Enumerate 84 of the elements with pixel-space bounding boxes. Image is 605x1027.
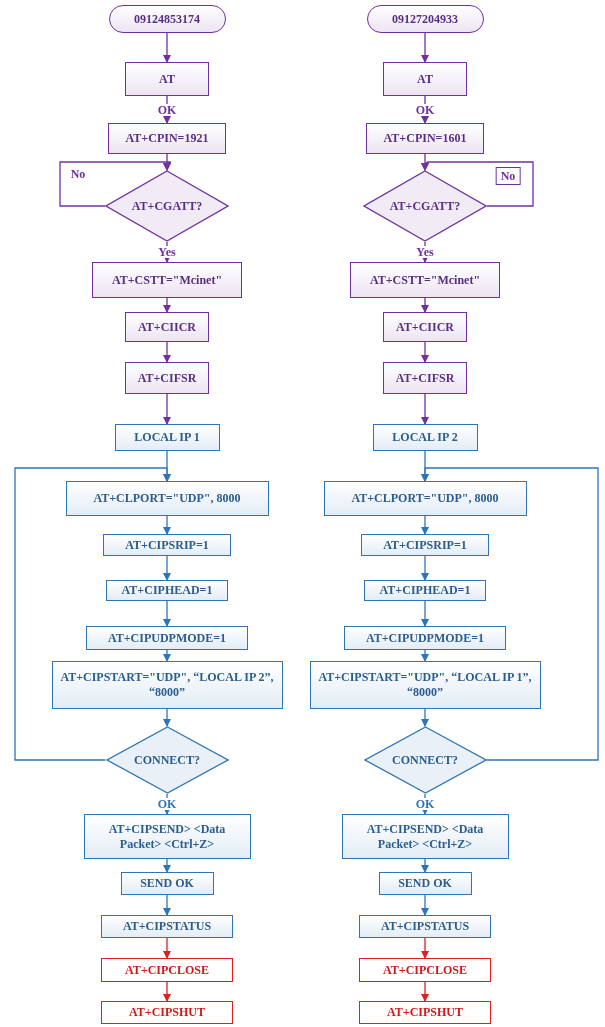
- process-box: LOCAL IP 2: [372, 424, 478, 451]
- arrow: [163, 555, 171, 581]
- decision-diamond: [363, 726, 487, 794]
- arrow: [163, 515, 171, 535]
- arrow: [163, 894, 171, 916]
- process-box: AT+CIPUDPMODE=1: [344, 626, 506, 650]
- arrow: [163, 32, 171, 63]
- edge-label: OK: [156, 798, 178, 810]
- arrow: [421, 95, 429, 124]
- process-box: AT+CIPCLOSE: [101, 958, 233, 982]
- process-box: AT+CIPSRIP=1: [103, 534, 231, 556]
- process-box: AT+CIPSHUT: [101, 1001, 233, 1024]
- process-box: AT+CPIN=1921: [108, 123, 226, 154]
- arrow: [421, 937, 429, 959]
- process-box: AT+CIPUDPMODE=1: [86, 626, 248, 650]
- arrow: [163, 393, 171, 425]
- arrow: [163, 981, 171, 1002]
- process-box: LOCAL IP 1: [114, 424, 220, 451]
- arrow: [421, 515, 429, 535]
- process-box: AT+CIPSHUT: [359, 1001, 491, 1024]
- process-box: AT+CSTT="Mcinet": [350, 262, 500, 298]
- arrow: [421, 555, 429, 581]
- process-box: AT+CLPORT="UDP", 8000: [65, 481, 269, 516]
- process-box: AT+CIFSR: [125, 362, 209, 394]
- process-box: AT+CIPSEND> <Data Packet> <Ctrl+Z>: [83, 814, 251, 859]
- arrow: [163, 937, 171, 959]
- process-box: AT+CPIN=1601: [366, 123, 484, 154]
- arrow: [421, 341, 429, 363]
- decision-diamond: [105, 170, 229, 242]
- process-box: AT+CIPHEAD=1: [106, 580, 228, 601]
- arrow: [163, 793, 171, 815]
- process-box: AT: [125, 62, 209, 96]
- process-box: AT+CIPHEAD=1: [364, 580, 486, 601]
- decision-text: AT+CGATT?: [389, 198, 461, 214]
- arrow: [421, 393, 429, 425]
- start-terminal: 09127204933: [366, 5, 484, 33]
- arrow: [421, 708, 429, 727]
- process-box: AT+CIPSTATUS: [359, 915, 491, 938]
- arrow: [421, 649, 429, 662]
- decision-text: CONNECT?: [392, 752, 458, 768]
- decision-text: AT+CGATT?: [131, 198, 203, 214]
- arrow: [421, 858, 429, 873]
- edge-label: Yes: [157, 246, 177, 258]
- process-box: AT+CIPSTATUS: [101, 915, 233, 938]
- arrow: [163, 649, 171, 662]
- process-box: AT+CIPSRIP=1: [361, 534, 489, 556]
- arrow: [163, 600, 171, 627]
- arrow: [421, 467, 599, 761]
- arrow: [421, 297, 429, 313]
- arrow: [163, 95, 171, 124]
- process-box: AT+CIPCLOSE: [359, 958, 491, 982]
- arrow: [14, 467, 171, 761]
- arrow: [163, 708, 171, 727]
- process-box: SEND OK: [120, 872, 214, 895]
- edge-label: OK: [156, 103, 178, 116]
- edge-label: No: [495, 167, 521, 185]
- process-box: AT+CIPSTART="UDP", “LOCAL IP 2”, “8000”: [51, 661, 283, 709]
- arrow: [163, 341, 171, 363]
- arrow: [421, 32, 429, 63]
- process-box: AT+CSTT="Mcinet": [92, 262, 242, 298]
- process-box: AT+CLPORT="UDP", 8000: [323, 481, 527, 516]
- process-box: AT: [383, 62, 467, 96]
- arrow: [421, 981, 429, 1002]
- arrow: [421, 894, 429, 916]
- arrow: [421, 793, 429, 815]
- process-box: AT+CIPSEND> <Data Packet> <Ctrl+Z>: [341, 814, 509, 859]
- process-box: AT+CIICR: [383, 312, 467, 342]
- arrow: [421, 600, 429, 627]
- edge-label: OK: [414, 103, 436, 116]
- arrow: [163, 297, 171, 313]
- arrow: [163, 858, 171, 873]
- start-terminal: 09124853174: [108, 5, 226, 33]
- process-box: AT+CIPSTART="UDP", “LOCAL IP 1”, “8000”: [309, 661, 541, 709]
- edge-label: No: [69, 168, 87, 180]
- arrow: [59, 161, 172, 207]
- decision-diamond: [105, 726, 229, 794]
- process-box: SEND OK: [378, 872, 472, 895]
- edge-label: Yes: [415, 246, 435, 258]
- arrow: [421, 161, 534, 207]
- decision-diamond: [363, 170, 487, 242]
- process-box: AT+CIICR: [125, 312, 209, 342]
- edge-label: OK: [414, 798, 436, 810]
- decision-text: CONNECT?: [134, 752, 200, 768]
- process-box: AT+CIFSR: [383, 362, 467, 394]
